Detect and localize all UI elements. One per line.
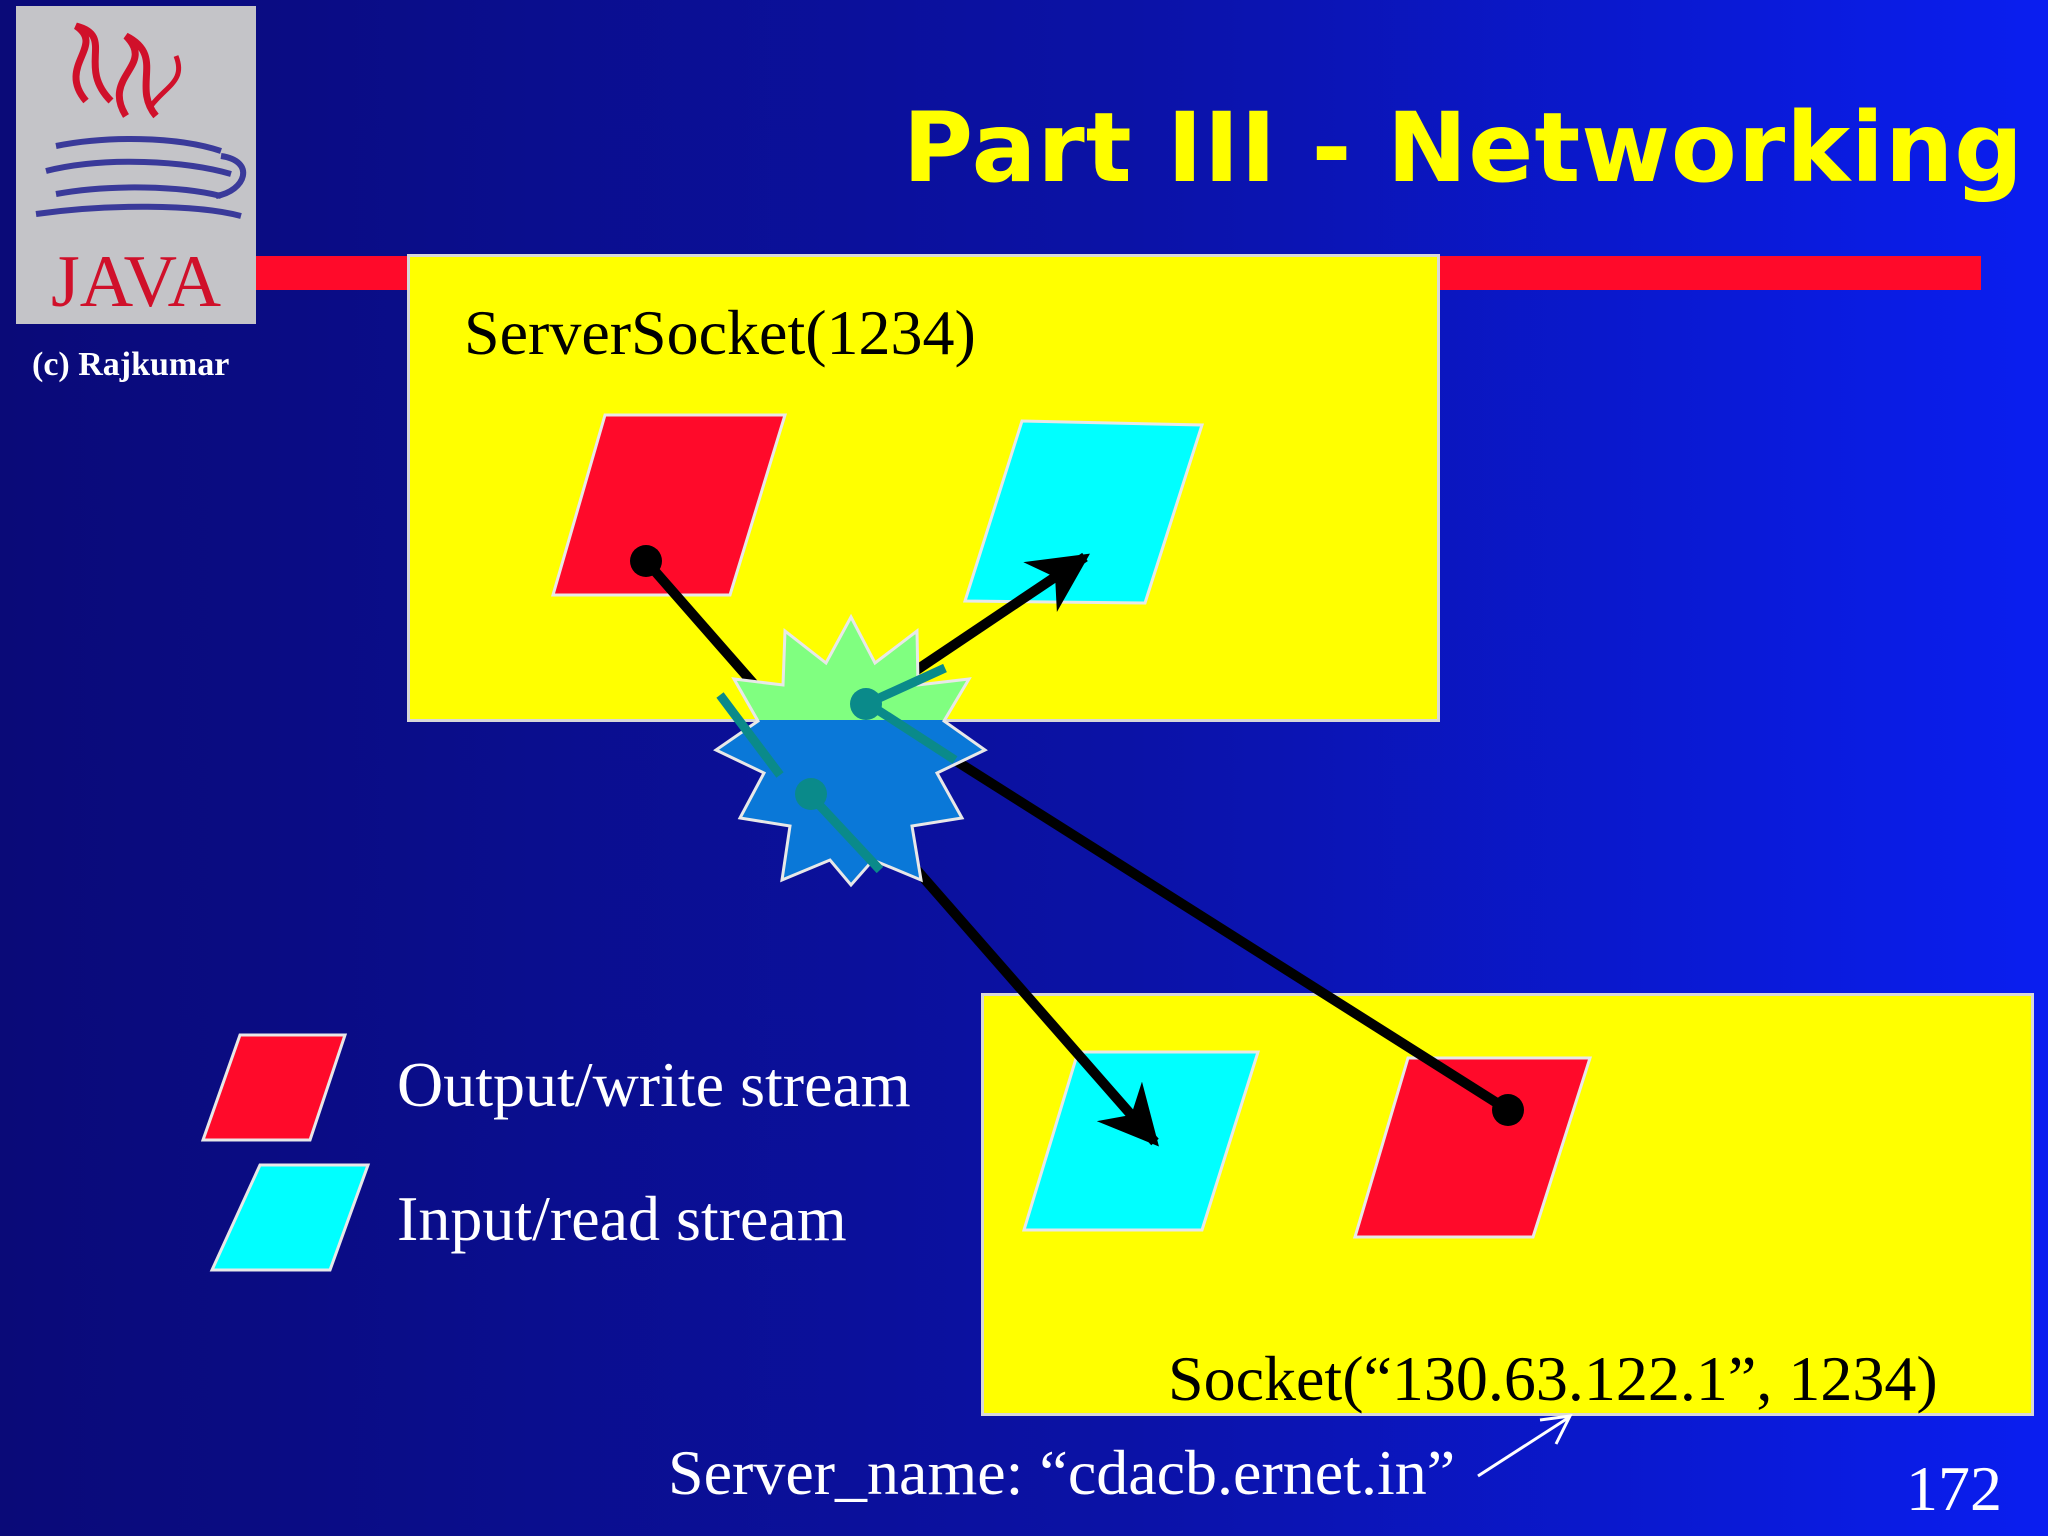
star-dot-lower: [795, 778, 827, 810]
server-socket-box: [407, 254, 1440, 722]
server-input-stream: [962, 419, 1205, 605]
server-output-stream: [551, 413, 788, 597]
page-title: Part III - Networking: [902, 92, 2024, 204]
server-socket-label: ServerSocket(1234): [464, 297, 976, 368]
legend-input-label: Input/read stream: [397, 1183, 847, 1254]
legend-input-swatch: [209, 1163, 371, 1272]
server-name-label: Server_name: “cdacb.ernet.in”: [668, 1437, 1456, 1508]
legend-output-label: Output/write stream: [397, 1049, 911, 1120]
credit-text: (c) Rajkumar: [32, 346, 230, 383]
client-input-stream: [1021, 1050, 1261, 1232]
client-socket-label: Socket(“130.63.122.1”, 1234): [1168, 1343, 1938, 1414]
page-number: 172: [1906, 1453, 2002, 1524]
client-to-server-line: [863, 699, 1511, 1115]
star-line-segment-3: [806, 791, 884, 874]
ip-pointer-arrow: [1477, 1416, 1569, 1478]
star-line-segment-4: [867, 701, 958, 764]
ip-pointer-arrowhead: [1539, 1414, 1573, 1445]
star-line-segment-1: [716, 692, 784, 778]
java-logo: JAVA: [16, 6, 256, 324]
legend-output-swatch: [200, 1033, 348, 1142]
logo-text: JAVA: [51, 241, 221, 323]
connection-starburst: [713, 613, 988, 888]
client-output-dot: [1492, 1094, 1524, 1126]
star-dot-upper: [850, 688, 882, 720]
client-output-stream: [1352, 1056, 1593, 1239]
java-cup-icon: JAVA: [35, 22, 246, 323]
server-output-dot: [630, 545, 662, 577]
